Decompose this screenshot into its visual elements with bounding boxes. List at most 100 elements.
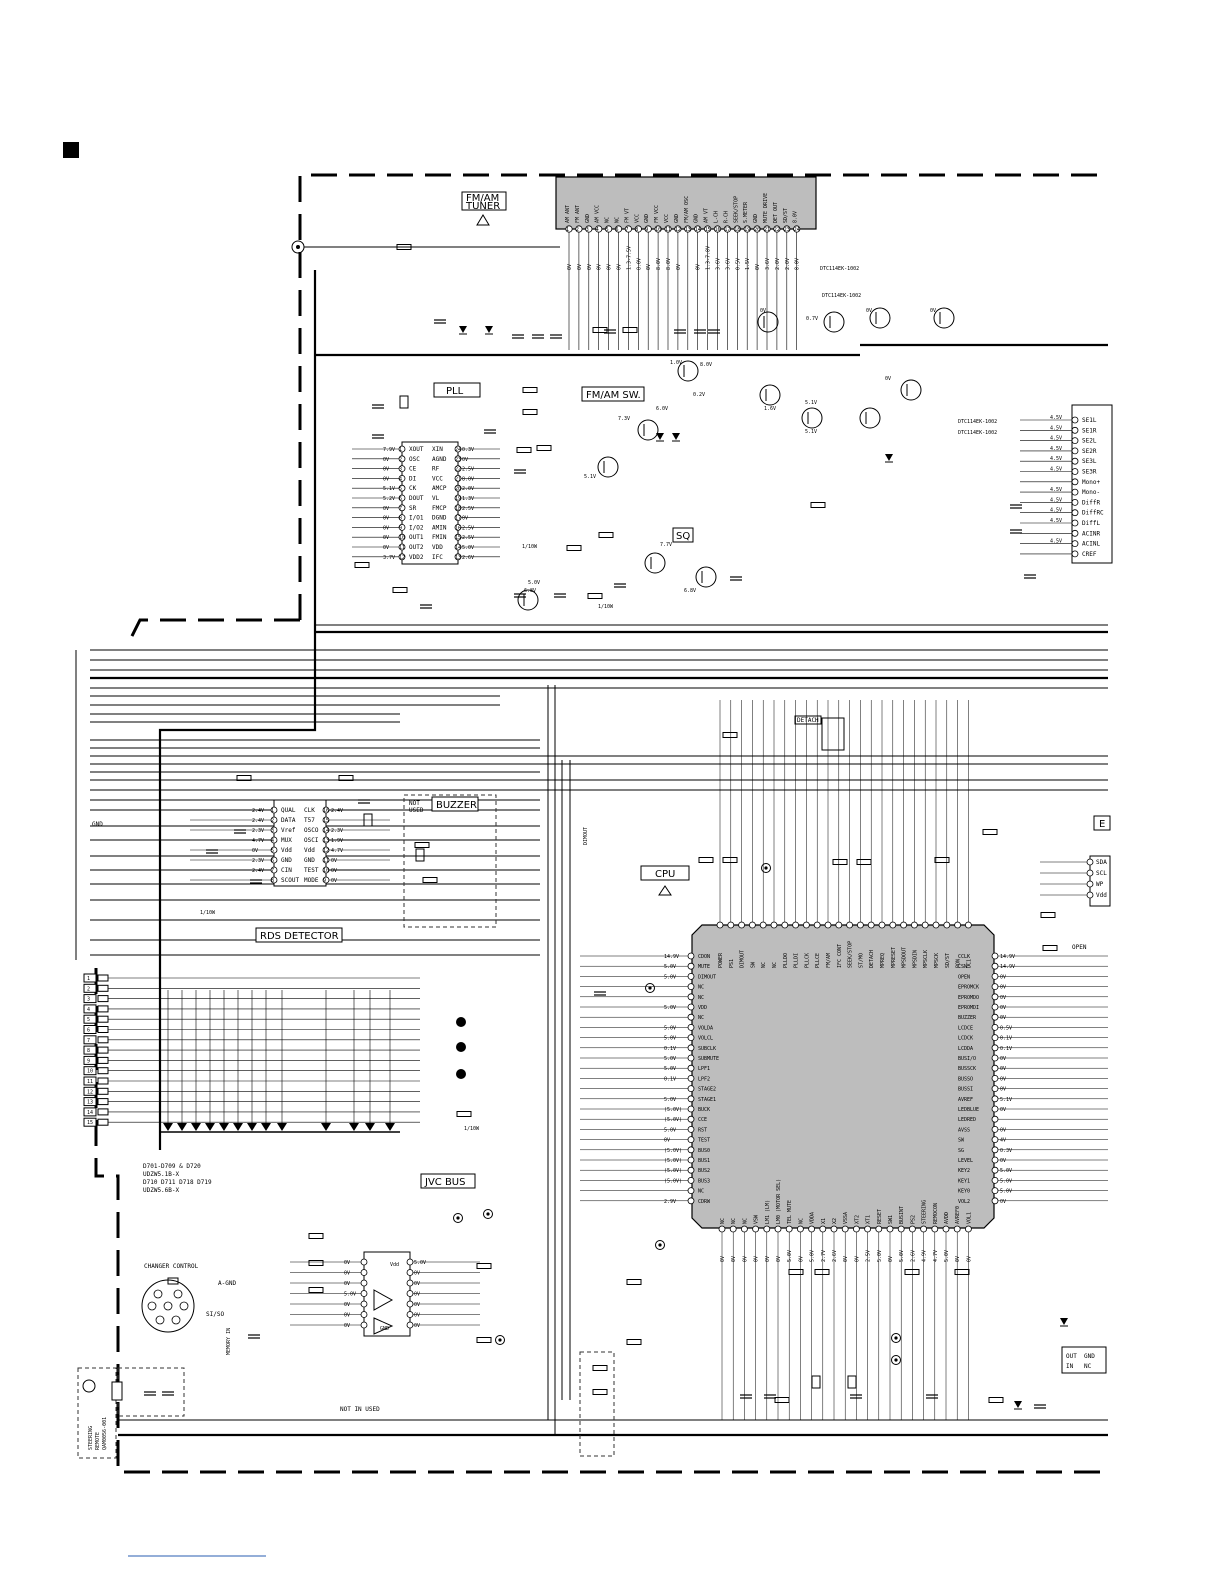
cpu-bottom-pin-label: NC [720, 1218, 726, 1224]
transistor-voltage: 5.0V [528, 580, 540, 586]
cpu-left-pin [687, 1095, 695, 1103]
rds-pin-label: QUAL [281, 807, 296, 814]
cpu-left-pin-label: CDRW [698, 1199, 711, 1205]
test-point-icon [655, 1240, 665, 1250]
diode-icon [277, 1123, 287, 1131]
tuner-pin-label: MUTE DRIVE [763, 193, 769, 223]
cpu-bottom-pin-voltage: 0V [720, 1256, 726, 1262]
tuner-pin-number: 16 [715, 227, 721, 233]
pll-pin-voltage: 0.3V [462, 447, 474, 453]
cpu-right-pin-label: KEY2 [958, 1168, 970, 1174]
diode-icon [885, 454, 893, 461]
cpu-top-pin-label: MPSCLK [923, 950, 929, 968]
left-conn-pin-number: 11 [87, 1079, 93, 1085]
eeprom-pin-label: SDA [1096, 859, 1107, 866]
pll-pin-number: 24 [455, 447, 461, 453]
rds-pin-label: Vref [281, 827, 296, 834]
jvc-ic-voltage: 0V [344, 1302, 350, 1308]
diode-icon [205, 1123, 215, 1131]
warning-icon [476, 214, 490, 226]
changer-label: CHANGER CONTROL [144, 1263, 199, 1270]
left-conn-pin-box [97, 1077, 109, 1085]
left-conn-pin-box [97, 1087, 109, 1095]
left-conn-pin-number: 1 [87, 976, 90, 982]
tuner-pin-number: 22 [774, 227, 780, 233]
right-conn-pin-label: SE1R [1082, 427, 1097, 434]
transistor-voltage: 6.8V [524, 588, 536, 594]
pll-pin-label: OSC [409, 456, 420, 463]
resistor-icon [788, 1269, 804, 1275]
resistor-icon [522, 409, 538, 415]
jvc-ic-voltage: 0V [344, 1323, 350, 1329]
tuner-pin-voltage: 0V [646, 264, 652, 270]
resistor-icon [476, 1337, 492, 1343]
buzzer-label: BUZZER [436, 800, 477, 811]
left-conn-pin-box [97, 984, 109, 992]
cpu-left-pin-voltage: (5.0V) [664, 1117, 682, 1123]
cpu-right-pin [991, 1003, 999, 1011]
cpu-left-pin-label: BUS0 [698, 1148, 710, 1154]
cpu-left-pin-voltage: 5.0V [664, 1025, 676, 1031]
resistor-icon [587, 593, 603, 599]
cpu-left-pin-label: BUS1 [698, 1158, 710, 1164]
resistor-icon [476, 1263, 492, 1269]
cpu-bottom-pin-label: NC [798, 1218, 804, 1224]
left-conn-pin-box [83, 983, 97, 993]
cpu-left-pin-voltage: 5.0V [664, 1127, 676, 1133]
sq-label: SQ [676, 531, 690, 542]
rds-pin-number: 6 [271, 858, 274, 864]
cpu-top-pin [824, 921, 832, 929]
dimout-label: DIMOUT [583, 827, 589, 845]
transistor-voltage: 5.1V [805, 400, 817, 406]
jvc-ic-pin [406, 1300, 414, 1308]
cpu-bottom-pin-voltage: 0V [888, 1256, 894, 1262]
steering-jack-icon [82, 1379, 96, 1393]
regulator-pin-label: IN [1066, 1363, 1074, 1370]
pll-pin-number: 21 [455, 476, 461, 482]
jvc-ic-voltage: 0V [414, 1313, 420, 1319]
cpu-right-pin-voltage: 0V [1000, 1199, 1006, 1205]
jvc-ic-pin [360, 1300, 368, 1308]
left-conn-pin-number: 4 [87, 1007, 90, 1013]
cpu-right-pin-voltage: 5.0V [1000, 1168, 1012, 1174]
jvc-ic-voltage: 5.0V [344, 1292, 356, 1298]
pll-pin-number: 2 [399, 457, 402, 463]
right-conn-pin-label: CREF [1082, 551, 1097, 558]
pll-pin-number: 10 [399, 535, 405, 541]
jvc-ic-pin [360, 1269, 368, 1276]
tuner-pin-number: 14 [695, 227, 701, 233]
cpu-right-pin-voltage: 0.3V [1000, 1148, 1012, 1154]
cpu-bottom-pin [864, 1225, 871, 1233]
left-conn-pin-number: 6 [87, 1028, 90, 1034]
cpu-bottom-pin-voltage: 0V [966, 1256, 972, 1262]
cpu-right-pin-label: EPROMCK [958, 985, 979, 991]
rds-pin-label: OSCO [304, 827, 319, 834]
right-conn-pin [1071, 468, 1079, 475]
cpu-top-pin [921, 921, 929, 929]
cpu-warning-icon [658, 885, 672, 896]
left-conn-pin-box [83, 1107, 97, 1117]
cpu-left-pin [687, 1105, 695, 1113]
transistor-icon [637, 419, 659, 441]
cpu-top-pin-label: PON [956, 959, 962, 968]
pll-pin-number: 14 [455, 545, 461, 551]
cpu-bottom-pin-voltage: 2.6V [910, 1250, 916, 1262]
tuner-pin-label: VCC [634, 214, 640, 223]
resistor-icon [774, 1397, 790, 1403]
cpu-top-pin-label: PLLDO [783, 953, 789, 968]
rds-pin-voltage: 2.4V [252, 868, 264, 874]
regulator-pin-label: GND [1084, 1353, 1095, 1360]
pll-pin-number: 17 [455, 516, 461, 522]
cpu-bottom-pin [752, 1225, 759, 1233]
cpu-right-pin-label: EPROMDI [958, 1005, 979, 1011]
right-conn-pin-voltage: 4.5V [1050, 508, 1062, 514]
left-conn-pin-box [97, 1108, 109, 1116]
cpu-right-pin-label: BUSI/O [958, 1056, 976, 1062]
left-conn-pin-box [97, 1005, 109, 1013]
pll-pin-label: XOUT [409, 446, 424, 453]
tuner-pin-label: NC [605, 217, 611, 223]
right-conn-pin [1071, 488, 1079, 496]
pll-pin-label: VDD [432, 544, 443, 551]
rds-pin-label: GND [304, 857, 315, 864]
